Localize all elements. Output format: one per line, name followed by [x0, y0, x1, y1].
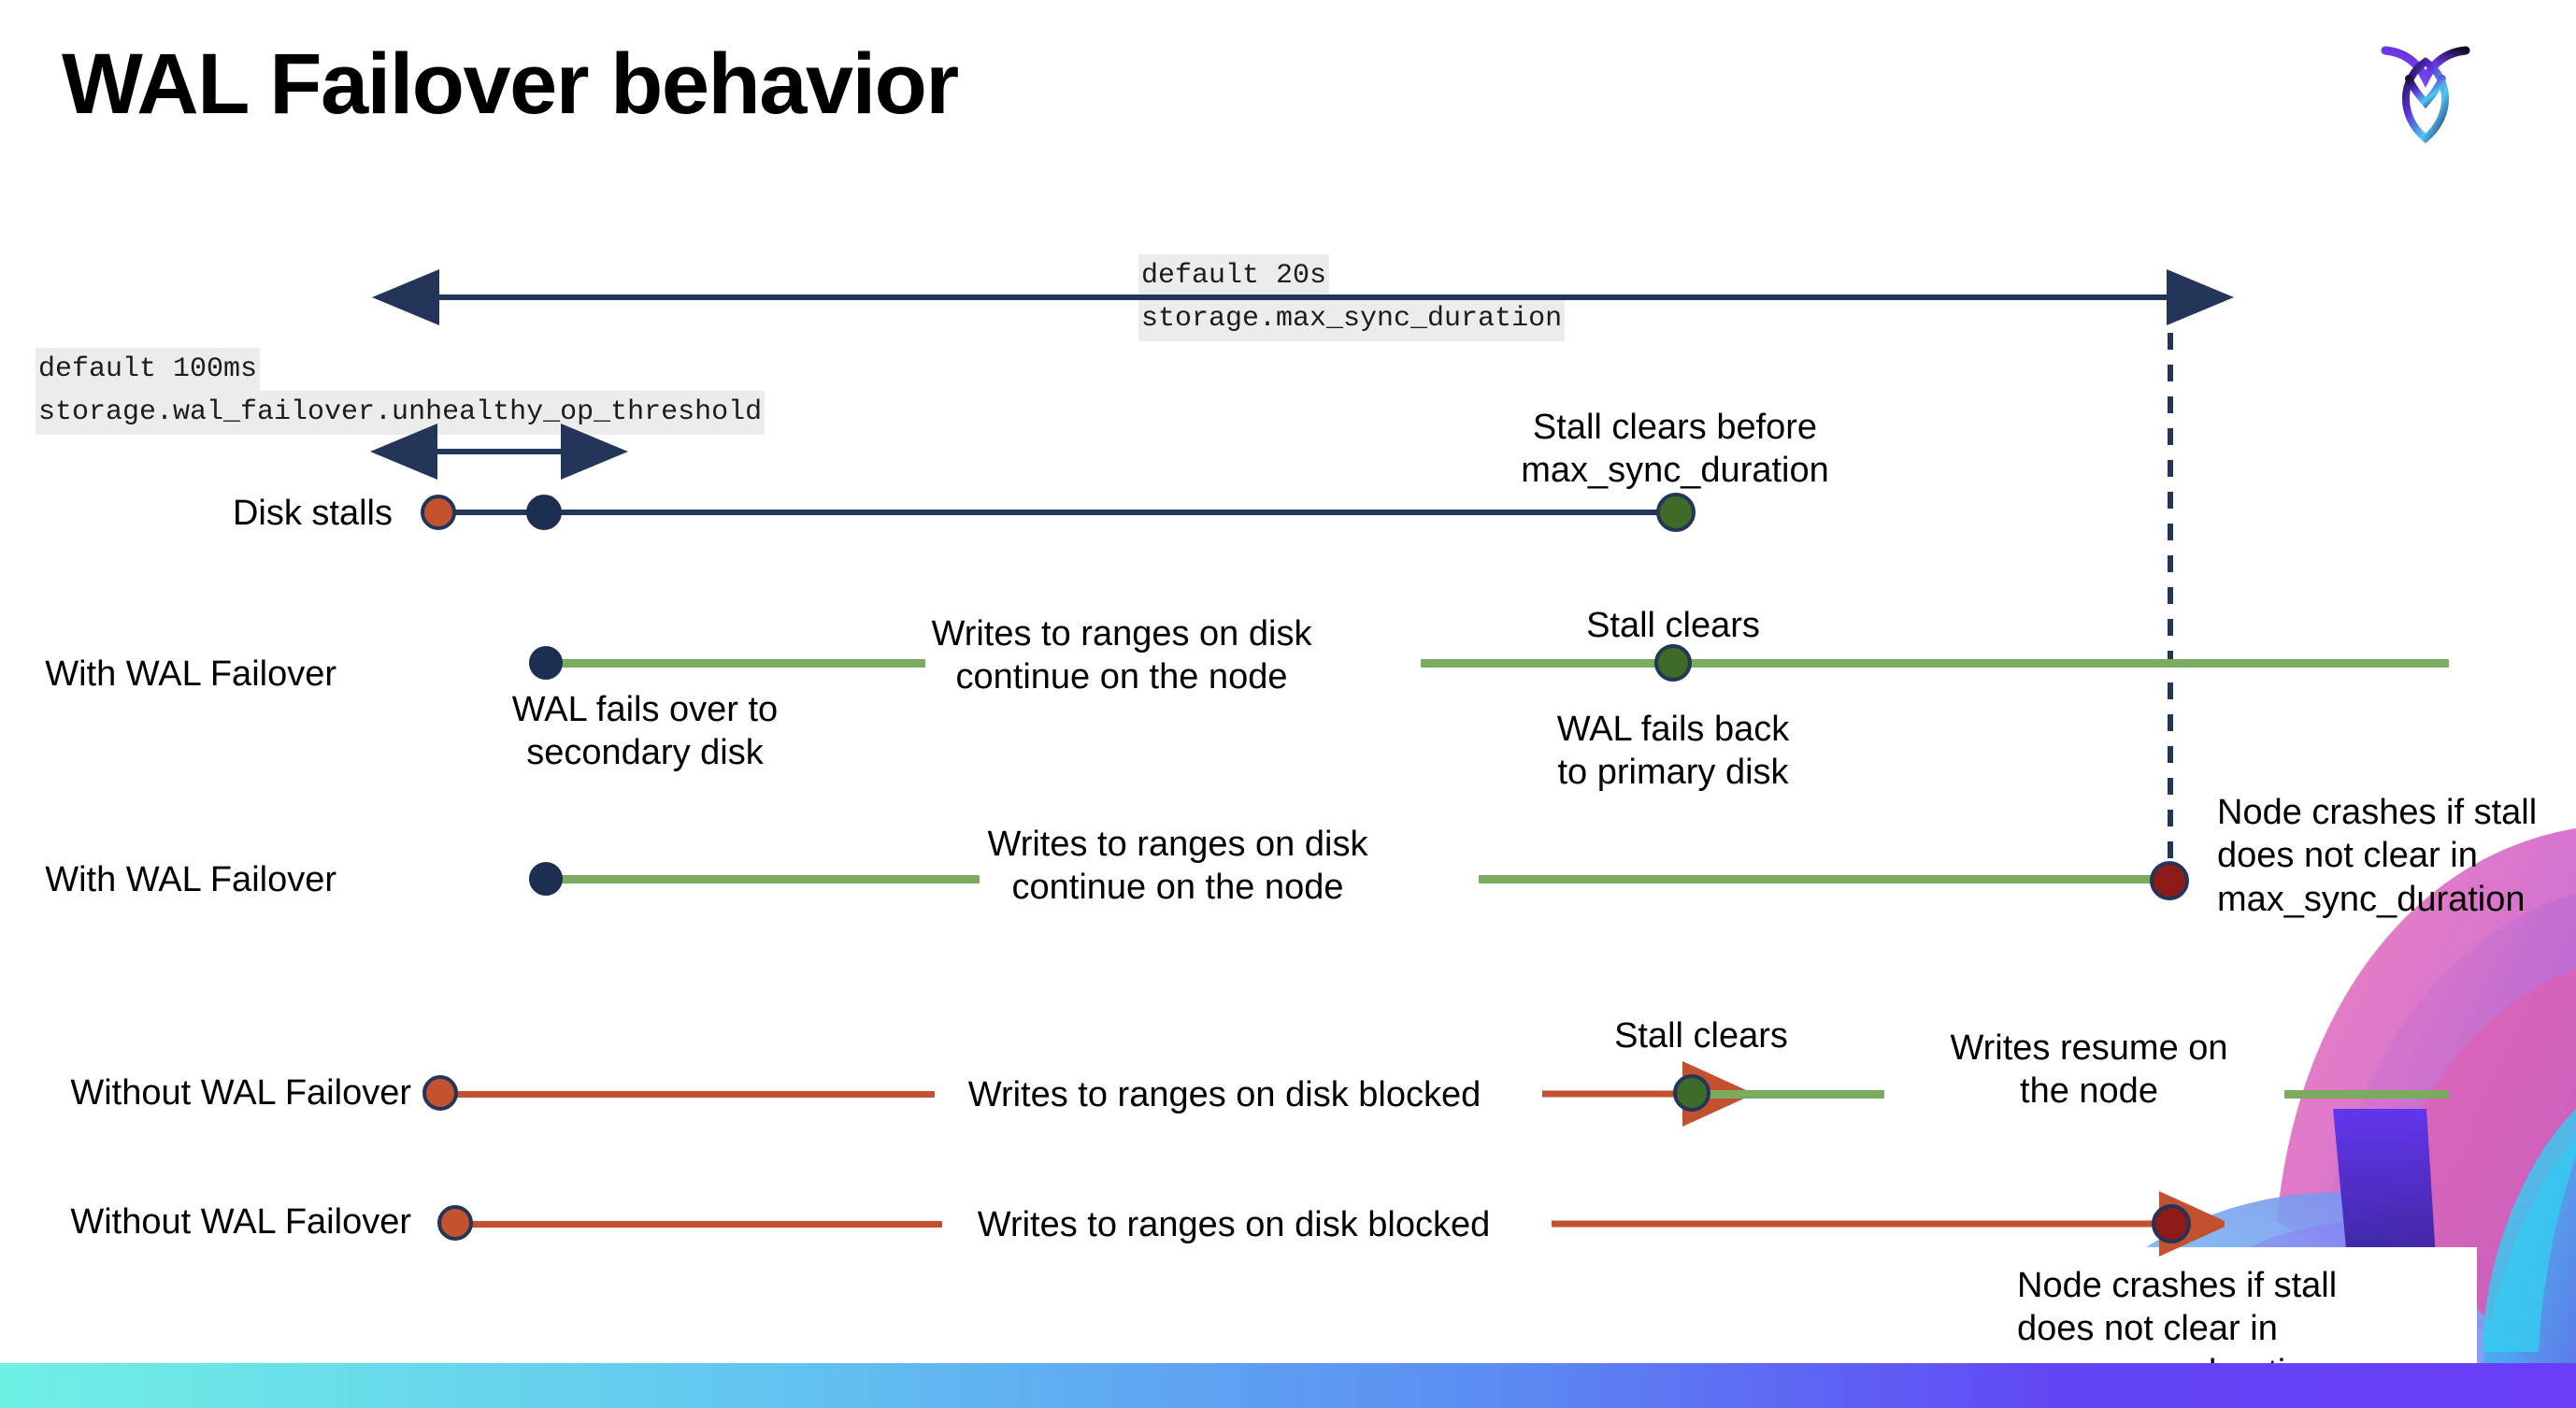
row-label-without-wal-failover-2: Without WAL Failover: [70, 1202, 411, 1242]
row4-stall-start-dot: [422, 1075, 458, 1111]
row4-segment-resume: [1707, 1090, 1884, 1099]
row3-segment-left: [540, 875, 980, 884]
row2-segment-left: [540, 659, 925, 668]
unhealthy-op-default-label: default 100ms: [36, 348, 261, 392]
row2-note-stall-clears: Stall clears: [1586, 606, 1760, 645]
row5-note-writes-blocked: Writes to ranges on disk blocked: [977, 1205, 1491, 1244]
row1-failover-trigger-dot: [526, 495, 562, 530]
row2-stall-clear-dot: [1654, 644, 1692, 682]
row-label-with-wal-failover-2: With WAL Failover: [45, 860, 336, 899]
row3-segment-right: [1479, 875, 2170, 884]
row4-note-writes-resume: Writes resume on the node: [1950, 1028, 2228, 1112]
row1-timeline-segment: [437, 510, 1679, 515]
row1-stall-start-dot: [421, 495, 456, 530]
row4-stall-clear-dot: [1673, 1074, 1710, 1112]
row1-note-stall-clears-before: Stall clears before max_sync_duration: [1521, 408, 1829, 491]
row3-node-crash-dot: [2150, 861, 2189, 900]
row1-stall-clear-dot: [1656, 493, 1696, 532]
row-label-with-wal-failover-1: With WAL Failover: [45, 654, 336, 694]
row4-note-writes-blocked: Writes to ranges on disk blocked: [967, 1075, 1481, 1114]
bottom-gradient-bar: [0, 1363, 2576, 1408]
row2-failover-dot: [529, 646, 563, 680]
row4-segment-blocked: [439, 1091, 935, 1098]
cockroachdb-logo-icon: [2365, 30, 2486, 151]
page-title: WAL Failover behavior: [62, 36, 959, 132]
row4-note-stall-clears: Stall clears: [1614, 1016, 1788, 1056]
row2-note-wal-fails-back: WAL fails back to primary disk: [1556, 710, 1790, 793]
row2-note-writes-continue: Writes to ranges on disk continue on the…: [931, 614, 1312, 697]
row-label-without-wal-failover-1: Without WAL Failover: [70, 1073, 411, 1113]
row2-segment-right: [1421, 659, 2449, 668]
row-label-disk-stalls: Disk stalls: [232, 494, 393, 533]
row4-segment-resume-tail: [2284, 1090, 2449, 1099]
row3-note-writes-continue: Writes to ranges on disk continue on the…: [987, 825, 1368, 908]
row3-failover-dot: [529, 862, 563, 896]
row5-segment-blocked: [456, 1221, 942, 1228]
row2-note-wal-fails-over: WAL fails over to secondary disk: [511, 690, 779, 773]
row5-node-crash-dot: [2152, 1204, 2191, 1243]
row5-stall-start-dot: [437, 1205, 473, 1241]
row3-note-node-crashes: Node crashes if stall does not clear in …: [2217, 793, 2538, 919]
